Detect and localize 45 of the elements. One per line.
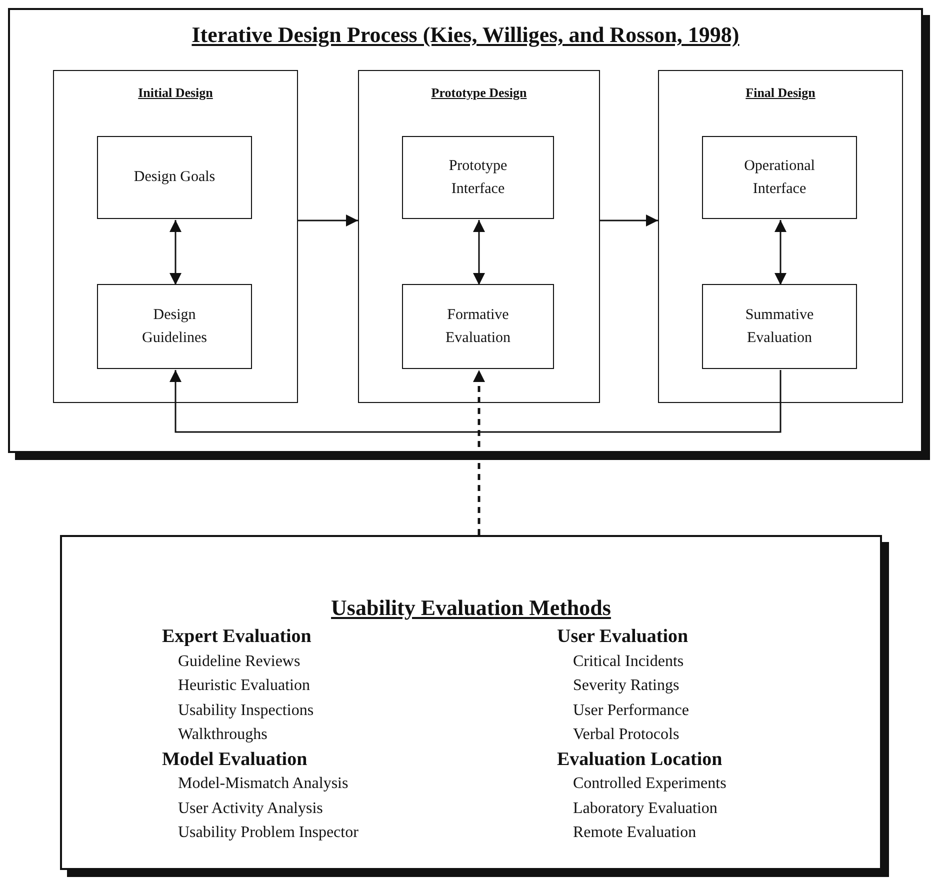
category-heading: Evaluation Location <box>557 748 724 772</box>
arrow <box>473 370 485 535</box>
group-heading: Initial Design <box>138 85 213 101</box>
process-label: Prototype Interface <box>448 156 508 198</box>
stage-box <box>53 70 298 403</box>
method-item: User Activity Analysis <box>177 798 324 818</box>
process-label: Design Goals <box>132 168 216 187</box>
method-item: Usability Inspections <box>177 700 315 720</box>
method-item: Heuristic Evaluation <box>177 676 311 696</box>
category-heading: Model Evaluation <box>162 748 308 772</box>
process-box <box>402 136 554 219</box>
process-label: Operational Interface <box>743 156 816 198</box>
process-label: Summative Evaluation <box>744 306 815 348</box>
arrow <box>774 220 786 285</box>
method-item: Controlled Experiments <box>572 774 726 794</box>
process-label: Formative Evaluation <box>444 306 512 348</box>
process-box <box>702 136 857 219</box>
process-box <box>97 284 252 369</box>
method-item: Critical Incidents <box>572 652 685 672</box>
method-item: Usability Problem Inspector <box>177 823 358 843</box>
category-heading: Expert Evaluation <box>162 625 312 649</box>
method-item: Verbal Protocols <box>572 725 680 745</box>
arrow <box>600 214 658 226</box>
method-item: User Performance <box>572 700 690 720</box>
process-box <box>97 136 252 219</box>
method-item: Model-Mismatch Analysis <box>177 774 350 794</box>
group-heading: Final Design <box>746 85 816 101</box>
method-item: Remote Evaluation <box>572 823 698 843</box>
panel-heading: Usability Evaluation Methods <box>331 595 611 621</box>
method-item: Laboratory Evaluation <box>572 798 718 818</box>
process-box <box>402 284 554 369</box>
arrow <box>298 214 358 226</box>
method-item: Walkthroughs <box>177 725 268 745</box>
method-item: Severity Ratings <box>572 676 680 696</box>
process-box <box>702 284 857 369</box>
panel-heading: Iterative Design Process (Kies, Williges, and Rosson, 1998) <box>192 22 740 48</box>
arrow <box>170 370 782 433</box>
stage-box <box>658 70 903 403</box>
arrow <box>473 220 485 285</box>
category-heading: User Evaluation <box>557 625 690 649</box>
stage-box <box>358 70 600 403</box>
process-label: Design Guidelines <box>141 306 208 348</box>
arrow <box>170 220 182 285</box>
method-item: Guideline Reviews <box>177 652 302 672</box>
group-heading: Prototype Design <box>431 85 527 101</box>
